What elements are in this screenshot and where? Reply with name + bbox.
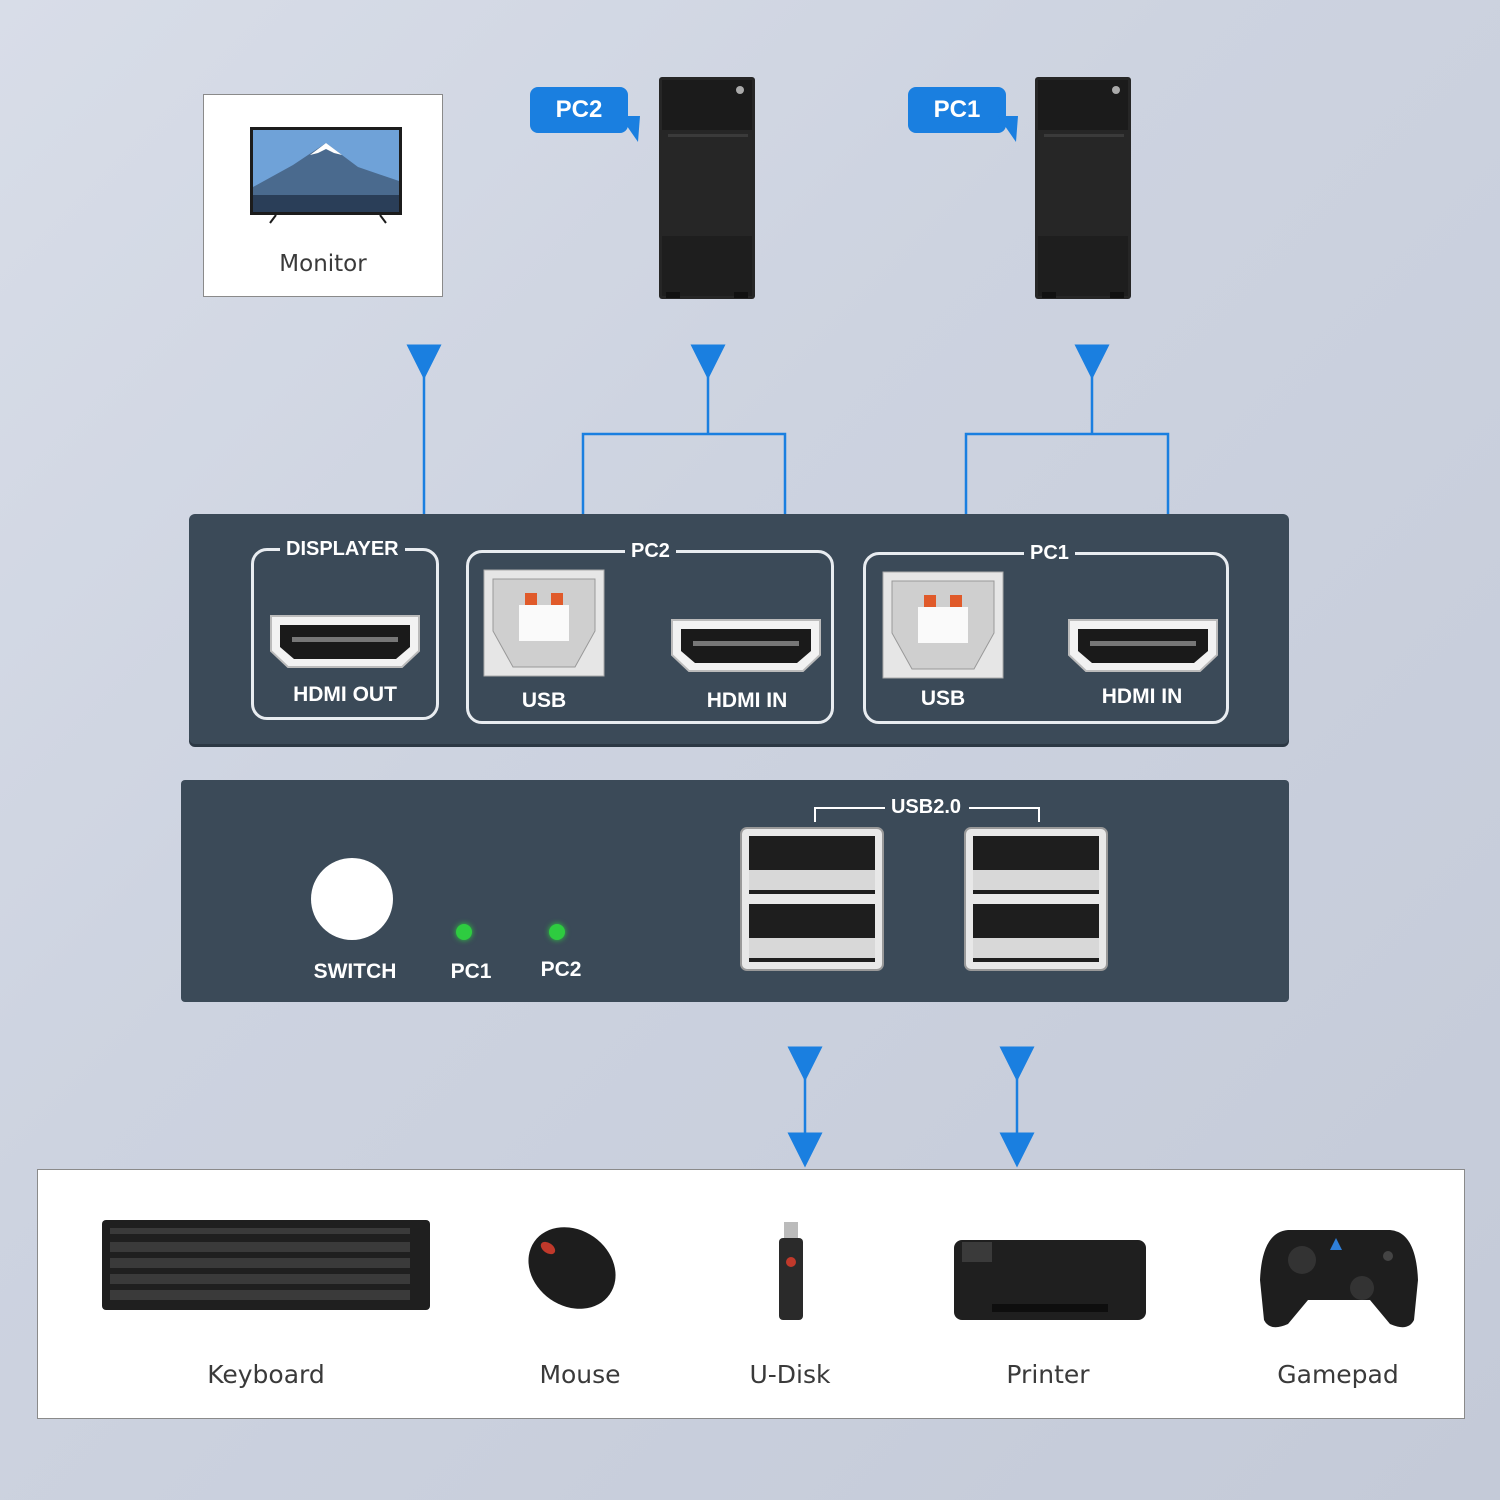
front-panel: SWITCH PC1 PC2 USB2.0 [181, 780, 1289, 1002]
switch-button[interactable] [311, 858, 393, 940]
pc2-frame-title: PC2 [625, 539, 676, 563]
pc1-led-label: PC1 [450, 960, 492, 983]
u-disk-label: U-Disk [749, 1360, 831, 1389]
pc2-hdmi-in-label: HDMI IN [706, 689, 788, 712]
pc1-usb-label: USB [920, 687, 966, 710]
mouse-icon [528, 1227, 616, 1309]
pc1-frame: PC1 USB HDMI IN [863, 541, 1229, 724]
pc1-led [456, 924, 472, 940]
pc2-tag-pointer [620, 116, 640, 142]
pc1-tower-icon [1035, 77, 1131, 299]
pc1-hdmi-in-port[interactable] [1066, 617, 1222, 675]
devices-card: Keyboard Mouse U-Disk Printer Gamepad [37, 1169, 1465, 1419]
pc2-led-label: PC2 [540, 958, 582, 981]
printer-icon [954, 1240, 1146, 1320]
back-panel: DISPLAYER HDMI OUT PC2 USB HDMI IN PC1 [189, 514, 1289, 744]
displayer-title: DISPLAYER [280, 537, 405, 561]
hdmi-out-label: HDMI OUT [293, 683, 397, 706]
u-disk-icon [779, 1222, 803, 1320]
pc1-frame-title: PC1 [1024, 541, 1075, 565]
usb-group-label: USB2.0 [890, 796, 962, 818]
pc2-tag: PC2 [530, 87, 628, 133]
gamepad-label: Gamepad [1277, 1360, 1399, 1389]
usb-a-port-right[interactable] [963, 826, 1109, 972]
switch-label: SWITCH [313, 960, 397, 983]
pc1-usb-port[interactable] [882, 571, 1004, 679]
pc1-tag-pointer [998, 116, 1018, 142]
monitor-label: Monitor [279, 251, 367, 277]
pc2-hdmi-in-port[interactable] [669, 617, 825, 675]
pc1-hdmi-in-label: HDMI IN [1101, 685, 1183, 708]
printer-label: Printer [1006, 1360, 1090, 1389]
keyboard-label: Keyboard [207, 1360, 325, 1389]
gamepad-icon [1260, 1230, 1418, 1328]
hdmi-out-port[interactable] [268, 613, 424, 671]
mouse-label: Mouse [539, 1360, 621, 1389]
usb-group-bracket [814, 807, 1040, 822]
usb-a-port-left[interactable] [739, 826, 885, 972]
pc1-tag: PC1 [908, 87, 1006, 133]
pc2-led [549, 924, 565, 940]
pc2-usb-port[interactable] [483, 569, 605, 677]
keyboard-icon [102, 1220, 430, 1310]
displayer-frame: DISPLAYER HDMI OUT [251, 537, 439, 720]
pc2-usb-label: USB [521, 689, 567, 712]
monitor-icon [250, 127, 402, 224]
monitor-card: Monitor [203, 94, 443, 297]
pc2-tower-icon [659, 77, 755, 299]
pc2-frame: PC2 USB HDMI IN [466, 539, 834, 724]
